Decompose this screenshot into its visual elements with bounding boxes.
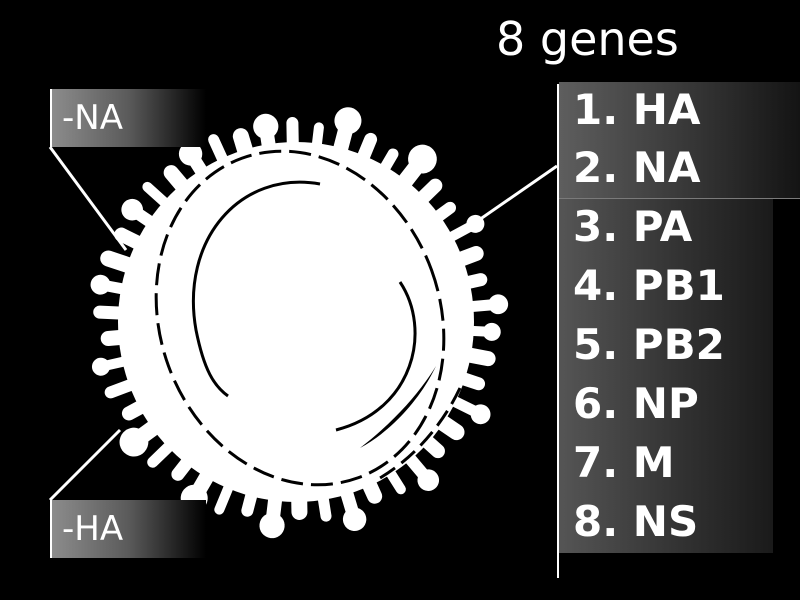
gene-item-pa: 3. PA xyxy=(559,199,773,258)
spike-head xyxy=(178,142,203,166)
spike-head xyxy=(417,469,440,491)
spike-head xyxy=(466,214,485,233)
gene-item-m: 7. M xyxy=(559,435,773,494)
spike-head xyxy=(91,357,110,376)
na-connector-line xyxy=(48,146,128,251)
influenza-virion-icon xyxy=(90,107,509,539)
gene-item-pb2: 5. PB2 xyxy=(559,317,773,376)
spike-head xyxy=(121,198,143,221)
ha-removed-label: -HA xyxy=(50,500,206,558)
spike-head xyxy=(334,107,362,135)
diagram-title: 8 genes xyxy=(496,12,679,66)
spike-head xyxy=(488,294,509,315)
spike-head xyxy=(482,322,501,341)
spike-head xyxy=(90,274,111,295)
spike-head xyxy=(470,404,491,425)
spike-head xyxy=(119,427,149,457)
gene-item-na: 2. NA xyxy=(559,140,800,199)
spike-head xyxy=(408,144,437,174)
na-removed-label: -NA xyxy=(50,89,206,147)
spike-head xyxy=(259,512,285,539)
gene-item-np: 6. NP xyxy=(559,376,773,435)
gene-item-ns: 8. NS xyxy=(559,494,773,553)
gene-list-bracket xyxy=(557,84,559,578)
spike-head xyxy=(342,507,367,532)
spike-head xyxy=(253,113,279,139)
gene-item-pb1: 4. PB1 xyxy=(559,258,773,317)
ha-connector-line xyxy=(48,428,122,502)
gene-item-ha: 1. HA xyxy=(559,82,800,141)
